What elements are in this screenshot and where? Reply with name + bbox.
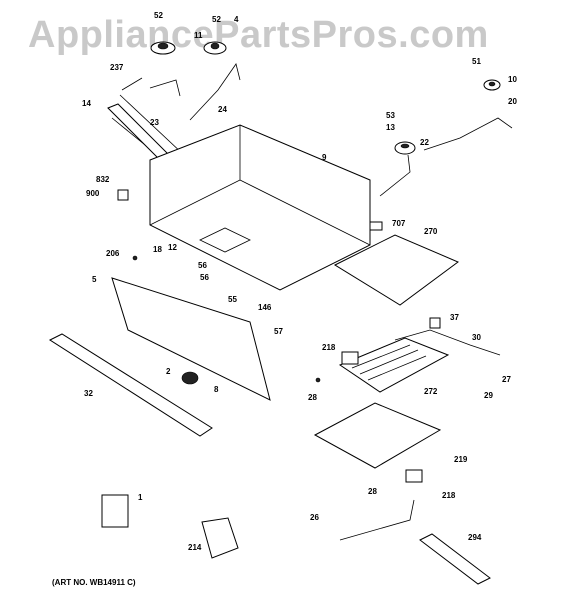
drip-tray[interactable]	[333, 234, 459, 306]
clip-37[interactable]	[429, 317, 441, 329]
art-number: (ART NO. WB14911 C)	[52, 578, 136, 587]
callout-2: 2	[166, 367, 171, 376]
callout-237: 237	[110, 63, 124, 72]
callout-218a: 218	[322, 343, 336, 352]
callout-214: 214	[188, 543, 202, 552]
callout-28a: 28	[308, 393, 317, 402]
bracket-707[interactable]	[369, 221, 383, 231]
callout-30: 30	[472, 333, 481, 342]
callout-55: 55	[228, 295, 237, 304]
callout-20: 20	[508, 97, 517, 106]
bracket-900[interactable]	[117, 189, 129, 201]
callout-52a: 52	[154, 11, 163, 20]
trim-bar[interactable]	[48, 333, 213, 437]
callout-13: 13	[386, 123, 395, 132]
callout-26: 26	[310, 513, 319, 522]
callout-218b: 218	[442, 491, 456, 500]
burner-box-cutout	[199, 227, 251, 253]
screw-206[interactable]	[132, 255, 138, 261]
callout-57: 57	[274, 327, 283, 336]
screw-28[interactable]	[315, 377, 321, 383]
burner-head-middle[interactable]	[394, 141, 416, 155]
callout-270: 270	[424, 227, 438, 236]
callout-14: 14	[82, 99, 91, 108]
callout-294: 294	[468, 533, 482, 542]
callout-11: 11	[194, 31, 203, 40]
callout-900: 900	[86, 189, 100, 198]
watermark: AppliancePartsPros.com	[28, 14, 489, 56]
callout-10: 10	[508, 75, 517, 84]
burner-head-right[interactable]	[203, 41, 227, 55]
callout-56b: 56	[200, 273, 209, 282]
burner-head-left[interactable]	[150, 41, 176, 55]
callout-23: 23	[150, 118, 159, 127]
callout-51: 51	[472, 57, 481, 66]
bottom-rail[interactable]	[419, 533, 491, 585]
callout-56a: 56	[198, 261, 207, 270]
callout-146: 146	[258, 303, 272, 312]
bake-burner-tube	[339, 499, 415, 541]
callout-8: 8	[214, 385, 219, 394]
callout-272: 272	[424, 387, 438, 396]
callout-206: 206	[106, 249, 120, 258]
owners-manual[interactable]	[101, 494, 129, 528]
callout-18: 18	[153, 245, 162, 254]
oven-gas-valve[interactable]	[201, 517, 239, 559]
callout-707: 707	[392, 219, 406, 228]
broil-burner[interactable]	[338, 337, 450, 393]
callout-1: 1	[138, 493, 143, 502]
callout-12: 12	[168, 243, 177, 252]
callout-24: 24	[218, 105, 227, 114]
bake-shield[interactable]	[313, 402, 442, 469]
rear-gas-tube	[379, 117, 513, 197]
callout-832: 832	[96, 175, 110, 184]
gas-tube-lines	[111, 63, 241, 181]
callout-9: 9	[322, 153, 327, 162]
control-knob[interactable]	[181, 371, 199, 385]
broil-burner-slots	[351, 344, 427, 381]
callout-28b: 28	[368, 487, 377, 496]
callout-4: 4	[234, 15, 239, 24]
bake-igniter[interactable]	[405, 469, 423, 483]
broil-tube	[394, 329, 501, 356]
callout-37: 37	[450, 313, 459, 322]
callout-52b: 52	[212, 15, 221, 24]
burner-box-edges	[149, 125, 371, 246]
callout-219: 219	[454, 455, 468, 464]
callout-53: 53	[386, 111, 395, 120]
front-manifold-panel[interactable]	[111, 277, 271, 401]
callout-32: 32	[84, 389, 93, 398]
callout-27: 27	[502, 375, 511, 384]
callout-29: 29	[484, 391, 493, 400]
broil-igniter[interactable]	[341, 351, 359, 365]
callout-22: 22	[420, 138, 429, 147]
callout-5: 5	[92, 275, 97, 284]
callout-labels: 52 52 4 11 237 14 23 24 51 10 20 53 13 2…	[82, 11, 517, 552]
burner-head-rear-right[interactable]	[483, 79, 501, 91]
